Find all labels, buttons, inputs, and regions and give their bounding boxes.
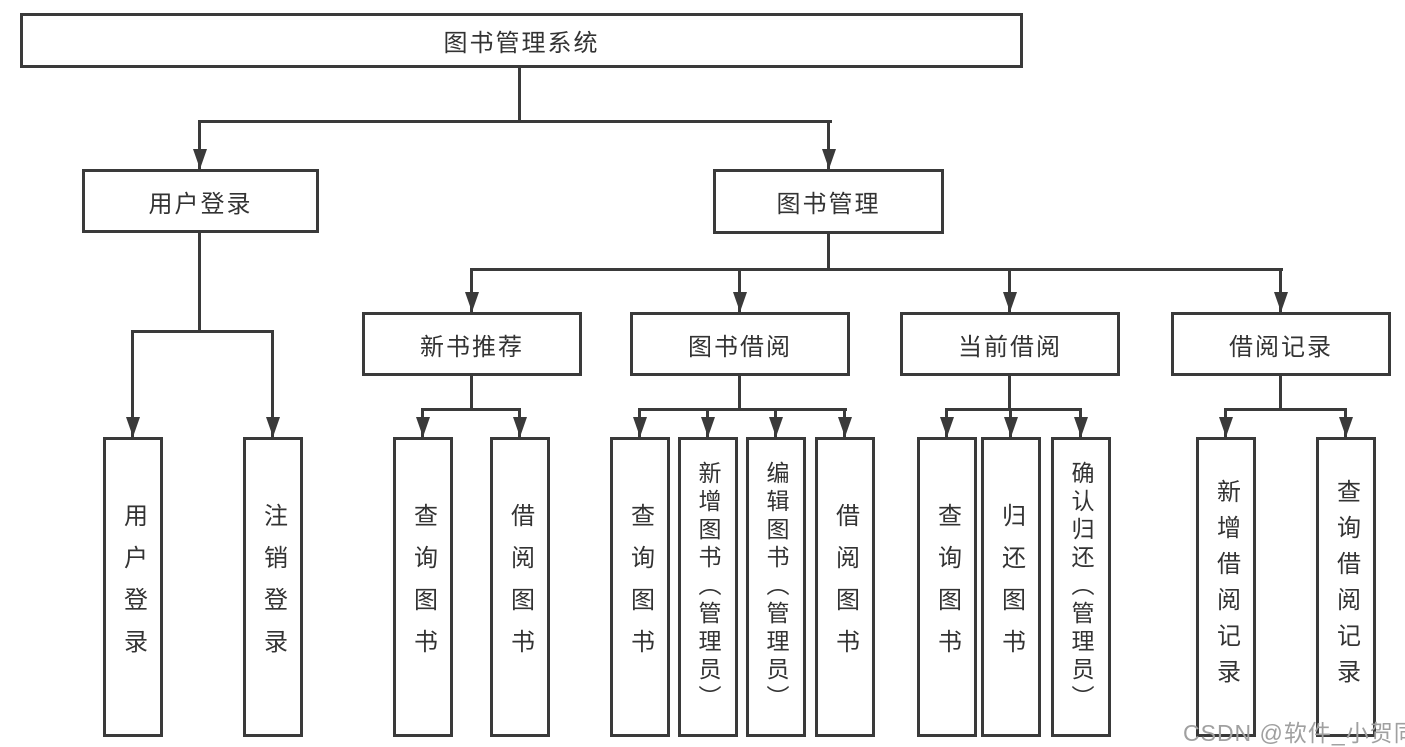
connector-to-leaf-login-stem	[131, 330, 134, 437]
leaf-query-borrow-record: 查询借阅记录	[1316, 437, 1376, 737]
node-new-book-recommend: 新书推荐	[362, 312, 582, 376]
leaf-logout: 注销登录	[243, 437, 303, 737]
arrow-current-borrow-leaf-3	[1074, 417, 1088, 437]
node-library-system: 图书管理系统	[20, 13, 1023, 68]
node-book-borrowing: 图书借阅	[630, 312, 850, 376]
arrow-new-book-leaf-1	[416, 417, 430, 437]
arrow-borrow-record-leaf-1	[1219, 417, 1233, 437]
leaf-confirm-return-admin: 确认归还（管理员）	[1051, 437, 1111, 737]
node-new-book-recommend-label: 新书推荐	[420, 333, 524, 361]
arrow-borrow-record-leaf-2	[1339, 417, 1353, 437]
arrow-current-borrow-leaf-1	[940, 417, 954, 437]
leaf-query-borrow-record-label: 查询借阅记录	[1332, 479, 1360, 695]
connector-book-borrow-crossbar	[638, 408, 847, 411]
connector-new-book-crossbar	[421, 408, 521, 411]
leaf-recommend-query-books-label: 查询图书	[409, 503, 437, 671]
node-library-system-label: 图书管理系统	[443, 30, 600, 57]
leaf-return-books-label: 归还图书	[997, 503, 1025, 671]
arrow-book-borrow-leaf-4	[838, 417, 852, 437]
arrow-to-book-mgmt	[822, 149, 836, 169]
leaf-recommend-borrow-books-label: 借阅图书	[506, 503, 534, 671]
leaf-user-login-label: 用户登录	[119, 503, 147, 671]
leaf-recommend-borrow-books: 借阅图书	[490, 437, 550, 737]
leaf-borrowing-query-books-label: 查询图书	[626, 503, 654, 671]
arrow-current-borrow-leaf-2	[1004, 417, 1018, 437]
arrow-book-borrow-leaf-2	[701, 417, 715, 437]
leaf-borrowing-query-books: 查询图书	[610, 437, 670, 737]
connector-to-borrow-record-stem	[1279, 268, 1282, 312]
node-user-login: 用户登录	[82, 169, 319, 233]
connector-borrow-record-crossbar	[1224, 408, 1347, 411]
connector-current-borrow-trunk	[1008, 376, 1011, 408]
leaf-current-query-books-label: 查询图书	[933, 503, 961, 671]
connector-to-book-borrow-stem	[738, 268, 741, 312]
arrow-to-user-login	[193, 149, 207, 169]
connector-root-crossbar	[198, 120, 832, 123]
arrow-book-borrow-leaf-1	[633, 417, 647, 437]
connector-root-to-book-mgmt-stem	[827, 120, 830, 169]
leaf-add-borrow-record-label: 新增借阅记录	[1212, 479, 1240, 695]
node-book-borrowing-label: 图书借阅	[688, 333, 792, 361]
node-borrowing-records-label: 借阅记录	[1229, 333, 1333, 361]
node-current-borrowing-label: 当前借阅	[958, 333, 1062, 361]
connector-root-to-user-login-stem	[198, 120, 201, 169]
arrow-to-new-book	[465, 292, 479, 312]
leaf-add-books-admin-label: 新增图书（管理员）	[695, 461, 721, 713]
connector-book-mgmt-trunk	[827, 234, 830, 268]
connector-to-current-borrow-stem	[1008, 268, 1011, 312]
node-user-login-label: 用户登录	[148, 190, 253, 218]
connector-to-new-book-stem	[470, 268, 473, 312]
arrow-new-book-leaf-2	[513, 417, 527, 437]
connector-user-login-crossbar	[131, 330, 274, 333]
node-borrowing-records: 借阅记录	[1171, 312, 1391, 376]
leaf-confirm-return-admin-label: 确认归还（管理员）	[1068, 461, 1094, 713]
connector-book-mgmt-crossbar	[470, 268, 1283, 271]
arrow-to-book-borrow	[733, 292, 747, 312]
leaf-current-query-books: 查询图书	[917, 437, 977, 737]
arrow-to-borrow-record	[1274, 292, 1288, 312]
leaf-add-borrow-record: 新增借阅记录	[1196, 437, 1256, 737]
connector-borrow-record-trunk	[1279, 376, 1282, 408]
leaf-logout-label: 注销登录	[259, 503, 287, 671]
leaf-recommend-query-books: 查询图书	[393, 437, 453, 737]
leaf-return-books: 归还图书	[981, 437, 1041, 737]
connector-user-login-trunk	[198, 233, 201, 330]
leaf-borrowing-borrow-books: 借阅图书	[815, 437, 875, 737]
node-current-borrowing: 当前借阅	[900, 312, 1120, 376]
csdn-watermark: CSDN @软件_小贺同学	[1183, 720, 1405, 746]
arrow-to-leaf-login	[126, 417, 140, 437]
leaf-borrowing-borrow-books-label: 借阅图书	[831, 503, 859, 671]
node-book-management-label: 图书管理	[776, 191, 881, 218]
connector-new-book-trunk	[470, 376, 473, 408]
arrow-to-current-borrow	[1003, 292, 1017, 312]
leaf-edit-books-admin: 编辑图书（管理员）	[746, 437, 806, 737]
arrow-book-borrow-leaf-3	[769, 417, 783, 437]
connector-root-trunk	[518, 68, 521, 120]
leaf-user-login: 用户登录	[103, 437, 163, 737]
leaf-add-books-admin: 新增图书（管理员）	[678, 437, 738, 737]
node-book-management: 图书管理	[713, 169, 944, 234]
leaf-edit-books-admin-label: 编辑图书（管理员）	[763, 461, 789, 713]
connector-book-borrow-trunk	[738, 376, 741, 408]
connector-to-leaf-logout-stem	[271, 330, 274, 437]
arrow-to-leaf-logout	[266, 417, 280, 437]
connector-current-borrow-crossbar	[945, 408, 1082, 411]
